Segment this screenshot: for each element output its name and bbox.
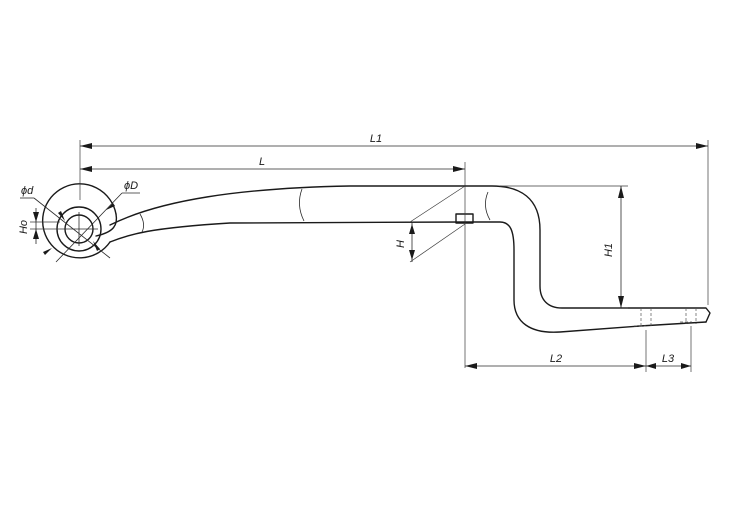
L3-arrow-left [646,363,656,369]
leader-arrow-d1 [58,211,65,221]
L2-label: L2 [550,353,562,365]
L3-label: L3 [662,353,675,365]
section-mark-left [139,213,144,233]
L1-arrow-right [696,143,708,149]
Ho-arrow-bottom [33,229,39,239]
H1-arrow-top [618,186,624,198]
L1-arrow-left [80,143,92,149]
L-arrow-left [80,166,92,172]
dimension-H1: H1 [500,185,628,309]
step-inner-contour [464,221,707,333]
eye-inner-diameter-label: ϕd [21,185,34,197]
dimension-L1: L1 [79,133,709,305]
H-arrow-bottom [409,250,415,260]
leader-arrow-D1 [106,203,115,210]
L-arrow-right [453,166,465,172]
L1-label: L1 [370,133,382,145]
H-arrow-top [409,224,415,234]
leader-arrow-d2 [93,241,100,251]
dimension-L: L [80,156,466,368]
H1-label: H1 [603,243,615,257]
H-label: H [395,240,407,248]
H-extension-top [409,185,466,223]
L2-arrow-left [465,363,477,369]
Ho-arrow-top [33,212,39,222]
eye-outer-diameter-label: ϕD [124,180,138,192]
eye-outer-contour [41,183,117,259]
section-mark-right [485,191,491,221]
center-bolt-marker [455,213,474,224]
eye-dimension-labels: ϕd ϕD [21,180,138,197]
spring-bottom-edge [109,221,466,243]
section-mark-middle [299,188,305,222]
spring-body [95,185,711,333]
L3-arrow-right [681,363,691,369]
dimension-H: H [395,185,466,263]
dimension-L2-L3: L2 L3 [465,326,692,372]
spring-top-edge [109,185,466,226]
L2-arrow-right [634,363,646,369]
eye-diameter-leader-D [55,192,123,263]
leader-arrow-D2 [43,248,52,255]
L-label: L [259,156,265,168]
Ho-label: Ho [18,220,30,234]
dimension-Ho: Ho [18,208,60,244]
H1-arrow-bottom [618,296,624,308]
spring-eye-wrap [95,213,118,237]
step-outer-contour [464,185,711,323]
H-extension-bottom [409,223,466,263]
